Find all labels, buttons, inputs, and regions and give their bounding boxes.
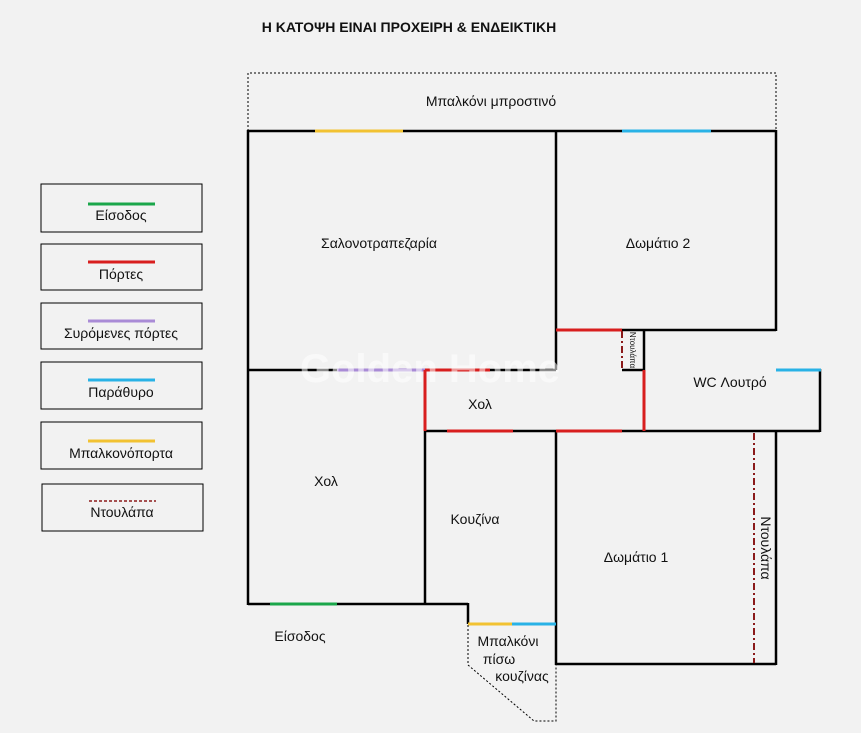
label-back-balcony-2: πίσω	[483, 651, 515, 667]
label-small-closet: Ντουλάπα	[628, 332, 637, 369]
label-bedroom2: Δωμάτιο 2	[626, 235, 691, 251]
svg-text:Ντουλάπα: Ντουλάπα	[90, 504, 153, 520]
svg-text:Παράθυρο: Παράθυρο	[88, 384, 154, 400]
svg-text:Είσοδος: Είσοδος	[95, 207, 146, 223]
label-closet-bedroom1: Ντουλάπα	[758, 516, 774, 579]
label-kitchen: Κουζίνα	[451, 511, 500, 527]
walls	[246, 129, 822, 666]
plan-title: Η ΚΑΤΟΨΗ ΕΙΝΑΙ ΠΡΟΧΕΙΡΗ & ΕΝΔΕΙΚΤΙΚΗ	[262, 19, 557, 35]
watermark: Golden Home	[300, 347, 560, 391]
front-balcony-outline	[247, 72, 777, 131]
label-front-balcony: Μπαλκόνι μπροστινό	[426, 93, 557, 109]
svg-text:Πόρτες: Πόρτες	[99, 266, 143, 282]
svg-text:Μπαλκονόπορτα: Μπαλκονόπορτα	[69, 445, 173, 461]
label-living-dining: Σαλονοτραπεζαρία	[321, 235, 437, 251]
legend-item-doors: Πόρτες	[40, 243, 203, 291]
label-entrance: Είσοδος	[274, 628, 325, 644]
legend-item-sliding-doors: Συρόμενες πόρτες	[40, 302, 203, 350]
legend-item-entrance: Είσοδος	[40, 183, 203, 233]
label-hall-left: Χολ	[314, 473, 338, 489]
label-bathroom: WC Λουτρό	[693, 374, 767, 390]
legend: Είσοδος Πόρτες Συρόμενες πόρτες Παράθυρο…	[40, 183, 204, 532]
label-back-balcony-1: Μπαλκόνι	[478, 633, 539, 649]
svg-text:Συρόμενες πόρτες: Συρόμενες πόρτες	[64, 325, 178, 341]
label-bedroom1: Δωμάτιο 1	[604, 549, 669, 565]
legend-item-balcony-door: Μπαλκονόπορτα	[40, 421, 203, 470]
legend-item-window: Παράθυρο	[40, 361, 203, 410]
label-hall-center: Χολ	[468, 396, 492, 412]
label-back-balcony-3: κουζίνας	[495, 668, 549, 684]
legend-item-wardrobe: Ντουλάπα	[41, 483, 204, 532]
